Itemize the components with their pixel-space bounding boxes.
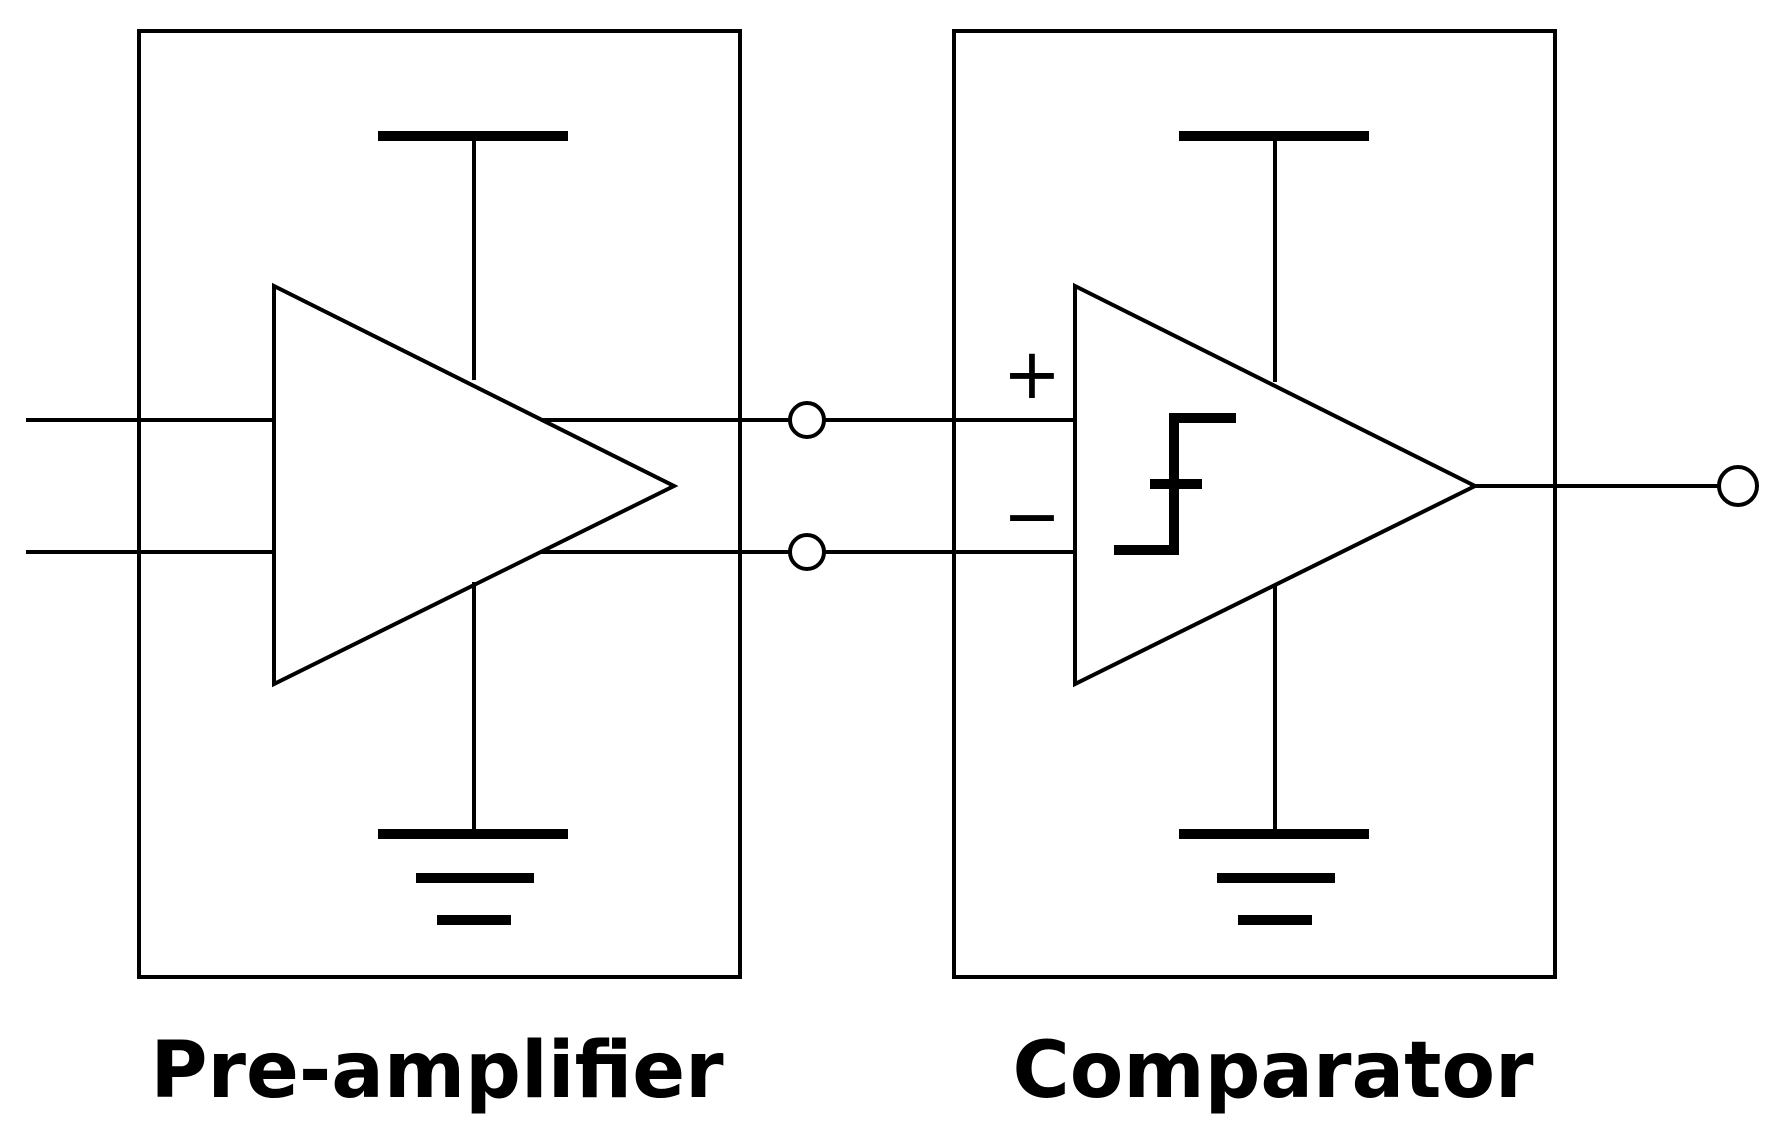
pre-amplifier-block	[26, 29, 789, 979]
hysteresis-icon	[1114, 413, 1236, 555]
terminal-circle-icon	[788, 533, 826, 571]
pre-amplifier-label: Pre-amplifier	[150, 1026, 724, 1116]
comparator-plus-sign: +	[1003, 333, 1062, 415]
ground-icon	[378, 829, 568, 925]
comparator-block: + −	[825, 29, 1719, 979]
comparator-box	[952, 29, 1557, 979]
pre-amplifier-box	[137, 29, 742, 979]
triangle-amplifier-icon	[272, 282, 679, 688]
triangle-comparator-icon	[1073, 282, 1480, 688]
comparator-label: Comparator	[1012, 1026, 1534, 1116]
comparator-minus-sign: −	[1003, 475, 1062, 557]
terminal-circle-icon	[1717, 465, 1759, 507]
ground-icon	[1179, 829, 1369, 925]
terminal-circle-icon	[788, 401, 826, 439]
